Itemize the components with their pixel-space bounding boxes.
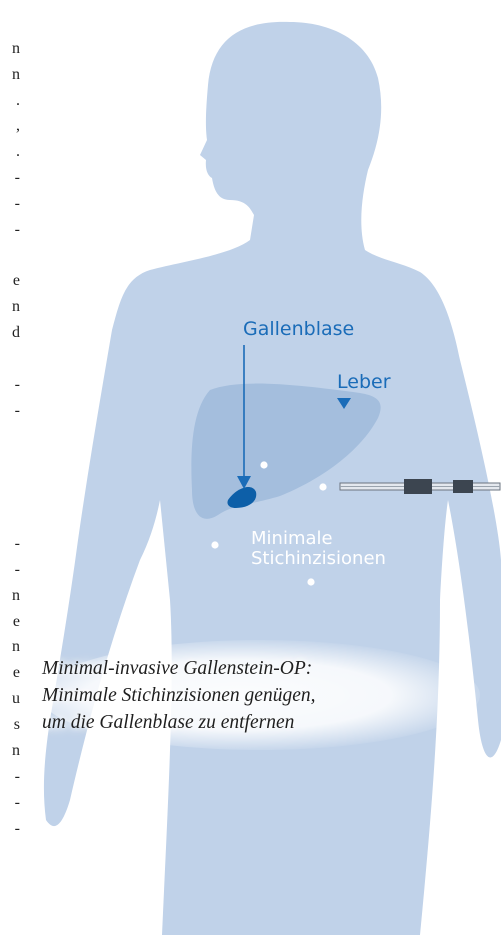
incision-dot xyxy=(319,483,326,490)
incisions-label-line1: Minimale xyxy=(251,528,333,549)
clipped-text-char: - xyxy=(15,768,20,786)
clipped-text-char: . xyxy=(16,92,20,110)
clipped-text-char: - xyxy=(15,820,20,838)
caption-line: Minimal-invasive Gallenstein-OP: xyxy=(42,655,482,682)
clipped-text-char: e xyxy=(13,664,20,682)
clipped-text-char: - xyxy=(15,195,20,213)
clipped-text-char: e xyxy=(13,613,20,631)
caption-line: Minimale Stichinzisionen genügen, xyxy=(42,682,482,709)
incisions-label-line2: Stichinzisionen xyxy=(251,548,386,569)
clipped-text-char: , xyxy=(16,117,20,135)
clipped-text-char: n xyxy=(12,40,20,58)
clipped-text-char: s xyxy=(14,716,20,734)
clipped-text-char: e xyxy=(13,272,20,290)
incision-dot xyxy=(260,461,267,468)
clipped-text-char: n xyxy=(12,298,20,316)
clipped-text-char: - xyxy=(15,535,20,553)
clipped-text-char: n xyxy=(12,638,20,656)
clipped-text-char: - xyxy=(15,561,20,579)
gallbladder-label: Gallenblase xyxy=(243,318,354,340)
incision-dot xyxy=(307,578,314,585)
clipped-text-char: . xyxy=(16,143,20,161)
clipped-text-char: n xyxy=(12,66,20,84)
clipped-text-char: - xyxy=(15,169,20,187)
clipped-text-char: - xyxy=(15,376,20,394)
clipped-text-char: - xyxy=(15,794,20,812)
caption-line: um die Gallenblase zu entfernen xyxy=(42,709,482,736)
clipped-text-char: d xyxy=(12,324,20,342)
diagram-caption: Minimal-invasive Gallenstein-OP: Minimal… xyxy=(42,655,482,736)
liver-label: Leber xyxy=(337,371,391,393)
clipped-text-char: - xyxy=(15,402,20,420)
clipped-text-char: u xyxy=(12,690,20,708)
clipped-text-char: n xyxy=(12,587,20,605)
incision-dot xyxy=(211,541,218,548)
clipped-text-char: - xyxy=(15,221,20,239)
clipped-text-char: n xyxy=(12,742,20,760)
clipped-text-column: n n . , . - - - e n d - - - - n e n e u … xyxy=(0,0,22,935)
